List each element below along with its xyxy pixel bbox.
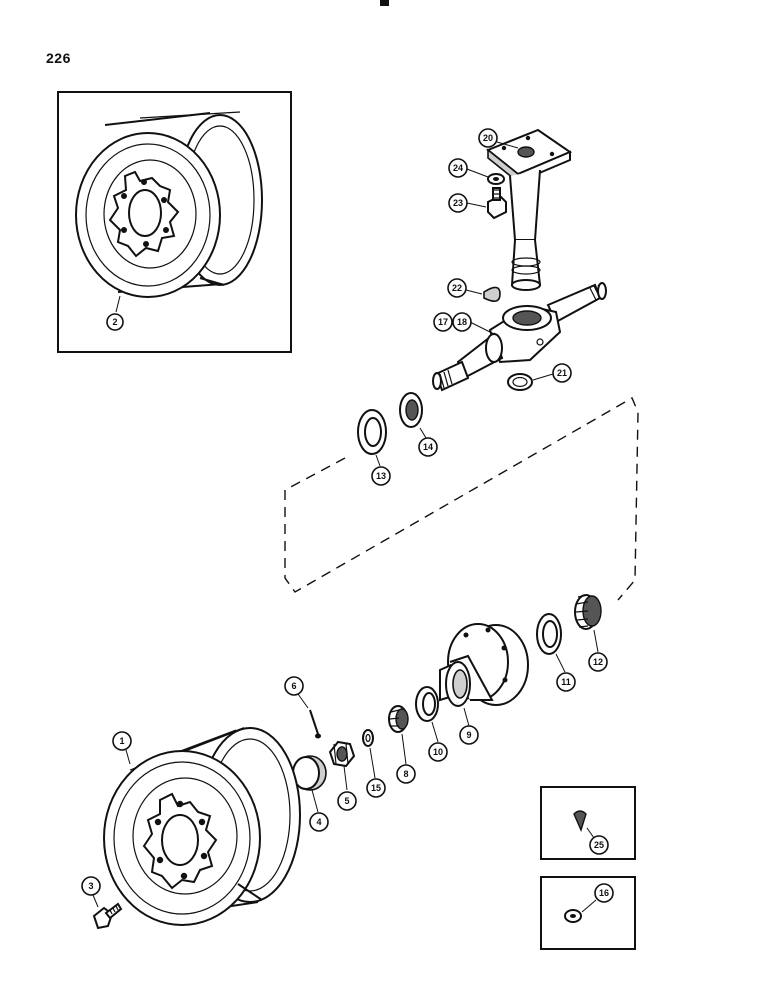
svg-text:2: 2 (112, 317, 117, 327)
lock-washer-part-24 (487, 173, 505, 185)
inset-box-part-25: 25 (540, 786, 636, 860)
callout-12: 12 (588, 652, 608, 672)
seal-part-14 (399, 392, 423, 428)
svg-text:9: 9 (466, 730, 471, 740)
cap-screw-part-23 (487, 187, 507, 220)
woodruff-key-part-22 (483, 286, 501, 302)
knuckle-part-17-18 (432, 282, 607, 392)
svg-text:1: 1 (119, 736, 124, 746)
callout-8: 8 (396, 764, 416, 784)
wheel-part-1 (103, 727, 301, 926)
castle-nut-part-5 (328, 740, 356, 768)
bearing-cup-part-10 (415, 686, 439, 722)
callout-2: 2 (106, 313, 124, 331)
svg-text:15: 15 (371, 783, 381, 793)
callout-16: 16 (594, 883, 614, 903)
svg-text:6: 6 (291, 681, 296, 691)
svg-text:12: 12 (593, 657, 603, 667)
svg-text:25: 25 (594, 840, 604, 850)
svg-text:10: 10 (433, 747, 443, 757)
callout-9: 9 (459, 725, 479, 745)
inset-box-part-16: 16 (540, 876, 636, 950)
spindle-part-20 (486, 128, 573, 291)
hub-part-9 (439, 623, 529, 707)
callout-5: 5 (337, 791, 357, 811)
callout-15: 15 (366, 778, 386, 798)
svg-text:16: 16 (599, 888, 609, 898)
svg-text:3: 3 (88, 881, 93, 891)
svg-text:17: 17 (438, 317, 448, 327)
svg-text:4: 4 (316, 817, 321, 827)
page-number: 226 (46, 50, 71, 66)
bearing-cone-part-12 (574, 594, 602, 630)
bearing-cone-part-8 (388, 705, 409, 733)
svg-text:22: 22 (452, 283, 462, 293)
svg-text:23: 23 (453, 198, 463, 208)
bearing-cup-part-11 (536, 613, 562, 655)
callout-4: 4 (309, 812, 329, 832)
callout-13: 13 (371, 466, 391, 486)
wheel-bolt-part-3 (92, 902, 123, 930)
callout-23: 23 (448, 193, 468, 213)
svg-text:18: 18 (457, 317, 467, 327)
svg-text:11: 11 (561, 677, 571, 687)
svg-text:5: 5 (344, 796, 349, 806)
callout-21: 21 (552, 363, 572, 383)
callout-11: 11 (556, 672, 576, 692)
callout-22: 22 (447, 278, 467, 298)
svg-text:14: 14 (423, 442, 433, 452)
top-edge-mark (380, 0, 389, 6)
callout-10: 10 (428, 742, 448, 762)
cotter-pin-part-6 (309, 709, 321, 739)
assembly-path-dashed (284, 397, 639, 601)
callout-1: 1 (112, 731, 132, 751)
rim-inset-box: 2 (57, 91, 292, 353)
callout-24: 24 (448, 158, 468, 178)
svg-text:24: 24 (453, 163, 463, 173)
callout-3: 3 (81, 876, 101, 896)
rim-part-2 (75, 111, 263, 298)
callout-18: 18 (452, 312, 472, 332)
svg-text:13: 13 (376, 471, 386, 481)
svg-text:8: 8 (403, 769, 408, 779)
svg-text:20: 20 (483, 133, 493, 143)
svg-text:21: 21 (557, 368, 567, 378)
callout-25: 25 (589, 835, 609, 855)
thrust-washer-part-21 (507, 373, 533, 391)
callout-17: 17 (433, 312, 453, 332)
seal-part-13 (357, 409, 387, 455)
callout-6: 6 (284, 676, 304, 696)
callout-20: 20 (478, 128, 498, 148)
washer-part-15 (362, 729, 374, 747)
callout-14: 14 (418, 437, 438, 457)
